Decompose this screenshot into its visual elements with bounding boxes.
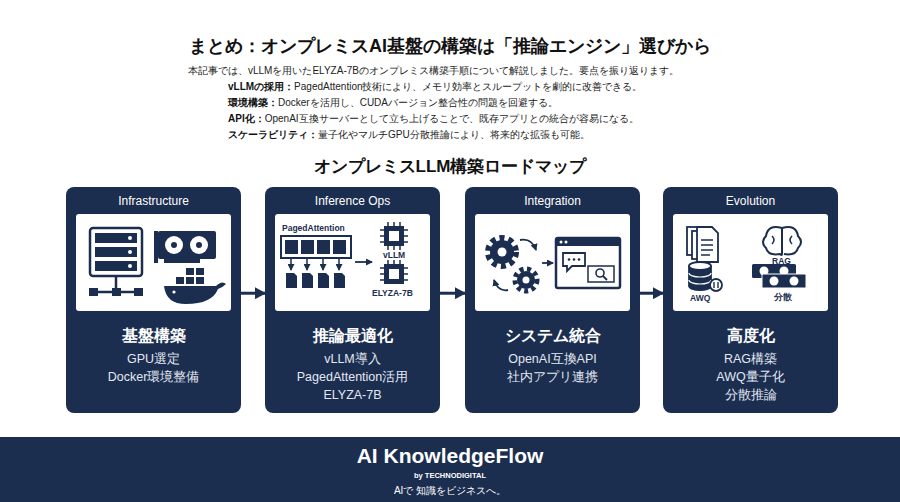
- text-line: オンプレミスLLM構築ロードマップ: [0, 155, 900, 178]
- text-line: 本記事では、vLLMを用いたELYZA-7Bのオンプレミス構築手順について解説し…: [188, 64, 679, 78]
- brand-tagline: AIで 知識をビジネスへ。: [0, 484, 900, 498]
- text-line: vLLMの採用：PagedAttention技術により、メモリ効率とスループット…: [228, 80, 643, 94]
- card-body-text: GPU選定 Docker環境整備: [98, 350, 210, 386]
- summary-point: Dockerを活用し、CUDAバージョン整合性の問題を回避する。: [278, 97, 558, 108]
- card-body-text: OpenAI互換API 社内アプリ連携: [497, 350, 609, 386]
- card-heading: 高度化: [663, 326, 838, 347]
- footer-band: AI KnowledgeFlow by TECHNODIGITAL AIで 知識をビ…: [0, 437, 900, 502]
- card-header: Infrastructure: [66, 194, 241, 208]
- illustration-label: vLLM: [383, 250, 405, 260]
- summary-point: PagedAttention技術により、メモリ効率とスループットを劇的に改善でき…: [294, 81, 642, 92]
- illustration-label: RAG: [772, 256, 791, 266]
- point-heading: スケーラビリティ：: [228, 129, 318, 140]
- text-line: PagedAttention: [282, 223, 345, 233]
- text-line: 環境構築：Dockerを活用し、CUDAバージョン整合性の問題を回避する。: [228, 96, 558, 110]
- text-line: 分散: [774, 292, 792, 304]
- section-heading: オンプレミスLLM構築ロードマップ: [314, 157, 587, 176]
- flow-arrow: [440, 292, 465, 295]
- card-heading: 基盤構築: [66, 326, 241, 347]
- text-line: AWQ: [690, 293, 710, 303]
- illustration-label: AWQ: [690, 293, 710, 303]
- point-heading: 環境構築：: [228, 97, 278, 108]
- illustration-label: ELYZA-7B: [372, 288, 413, 298]
- roadmap-card: Infrastructure 基盤構築 GPU選定 Docker環境整備: [66, 187, 241, 413]
- roadmap-card: Inference Ops 推論最適化 vLLM導入 PagedAttention活…: [265, 187, 440, 413]
- text-line: vLLM: [383, 250, 405, 260]
- roadmap-card: Integration システム統合 OpenAI互換API 社内アプリ連携: [465, 187, 640, 413]
- illustration-label: PagedAttention: [282, 223, 345, 233]
- text-line: API化：OpenAI互換サーバーとして立ち上げることで、既存アプリとの統合が容…: [228, 112, 639, 126]
- card-body-text: vLLM導入 PagedAttention活用 ELYZA-7B: [280, 350, 426, 404]
- flow-arrow: [241, 292, 265, 295]
- point-heading: API化：: [228, 113, 265, 124]
- intro-text: 本記事では、vLLMを用いたELYZA-7Bのオンプレミス構築手順について解説し…: [188, 65, 679, 76]
- point-heading: vLLMの採用：: [228, 81, 294, 92]
- card-header: Integration: [465, 194, 640, 208]
- brand-byline: by TECHNODIGITAL: [0, 471, 900, 480]
- diagram-title: まとめ：オンプレミスAI基盤の構築は「推論エンジン」選びから: [0, 34, 900, 58]
- roadmap-card: Evolution 高度化 RAG構築 AWQ量子化 分散推論: [663, 187, 838, 413]
- brand-name: AI KnowledgeFlow: [0, 444, 900, 468]
- flow-arrow: [640, 292, 663, 295]
- text-line: ELYZA-7B: [372, 288, 413, 298]
- summary-point: 量子化やマルチGPU分散推論により、将来的な拡張も可能。: [318, 129, 590, 140]
- text-line: RAG: [772, 256, 791, 266]
- card-header: Inference Ops: [265, 194, 440, 208]
- text-line: スケーラビリティ：量子化やマルチGPU分散推論により、将来的な拡張も可能。: [228, 128, 590, 142]
- card-header: Evolution: [663, 194, 838, 208]
- card-body-text: RAG構築 AWQ量子化 分散推論: [705, 350, 797, 404]
- card-heading: システム統合: [465, 326, 640, 347]
- illustration-label: 分散: [774, 292, 792, 302]
- summary-point: OpenAI互換サーバーとして立ち上げることで、既存アプリとの統合が容易になる。: [265, 113, 639, 124]
- card-heading: 推論最適化: [265, 326, 440, 347]
